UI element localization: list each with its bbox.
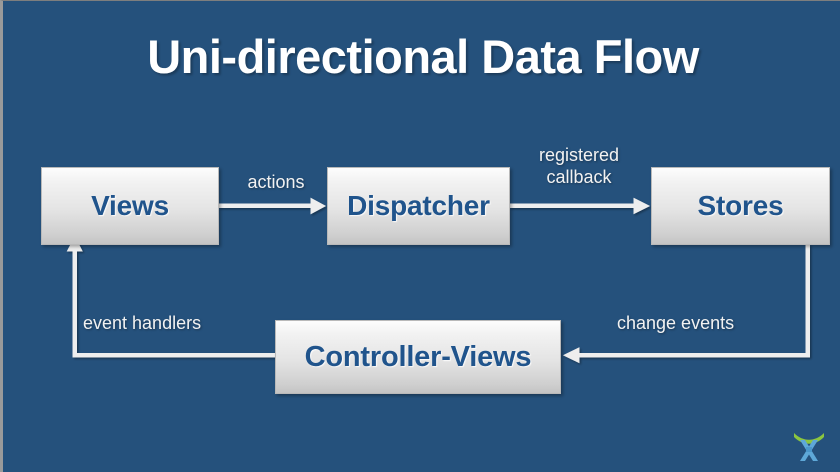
node-stores[interactable]: Stores xyxy=(651,167,830,245)
node-views[interactable]: Views xyxy=(41,167,219,245)
node-dispatcher[interactable]: Dispatcher xyxy=(327,167,510,245)
arrow-views-to-dispatcher xyxy=(218,197,327,215)
arrow-controller-views-to-views xyxy=(66,235,277,358)
edge-label-event-handlers: event handlers xyxy=(83,313,202,333)
node-controller-views[interactable]: Controller-Views xyxy=(275,320,561,394)
arrow-dispatcher-to-stores xyxy=(509,197,651,215)
edge-label-registered-callback: registered callback xyxy=(538,145,620,187)
edge-label-change-events: change events xyxy=(617,313,735,333)
x-mark-logo-icon xyxy=(794,433,824,461)
edge-label-actions: actions xyxy=(247,172,305,192)
page-title: Uni-directional Data Flow xyxy=(147,30,699,83)
arrow-stores-to-controller-views xyxy=(562,244,810,364)
